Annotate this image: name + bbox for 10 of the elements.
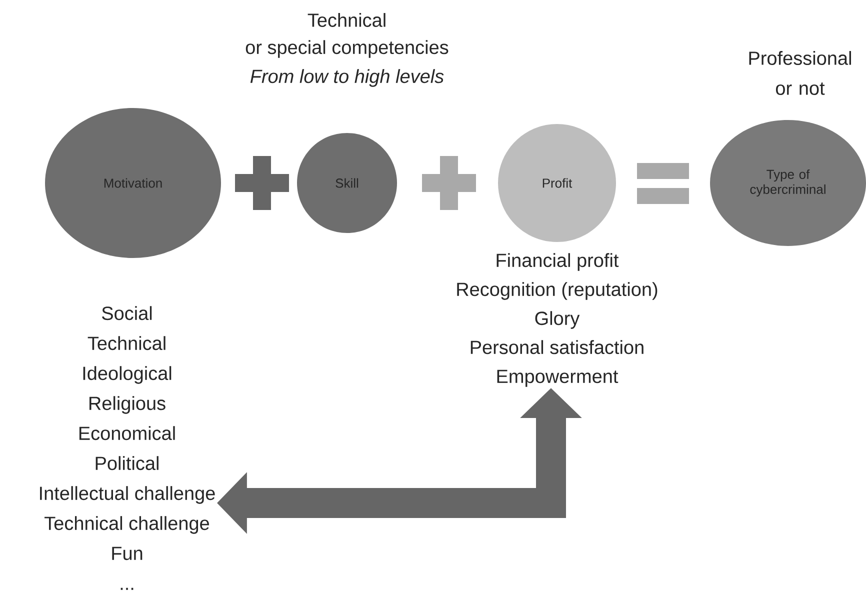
caption-text: or special competencies — [246, 40, 448, 58]
caption-text: From low to high levels — [250, 69, 444, 87]
circle-node: Skill — [297, 133, 397, 233]
caption-text: Professional or not — [749, 51, 851, 95]
text-list: Financial profit Recognition (reputation) Glory Personal satisfaction Empowerment — [457, 253, 658, 387]
circle-node: Type of cybercriminal — [710, 120, 866, 246]
circle-node: Motivation — [45, 108, 221, 258]
caption-text: Technical — [308, 13, 386, 27]
circle-node: Profit — [498, 124, 616, 242]
text-list: Social Technical Ideological Religious Economical Political Intellectual challenge Technical challenge Fun ... — [40, 306, 215, 590]
